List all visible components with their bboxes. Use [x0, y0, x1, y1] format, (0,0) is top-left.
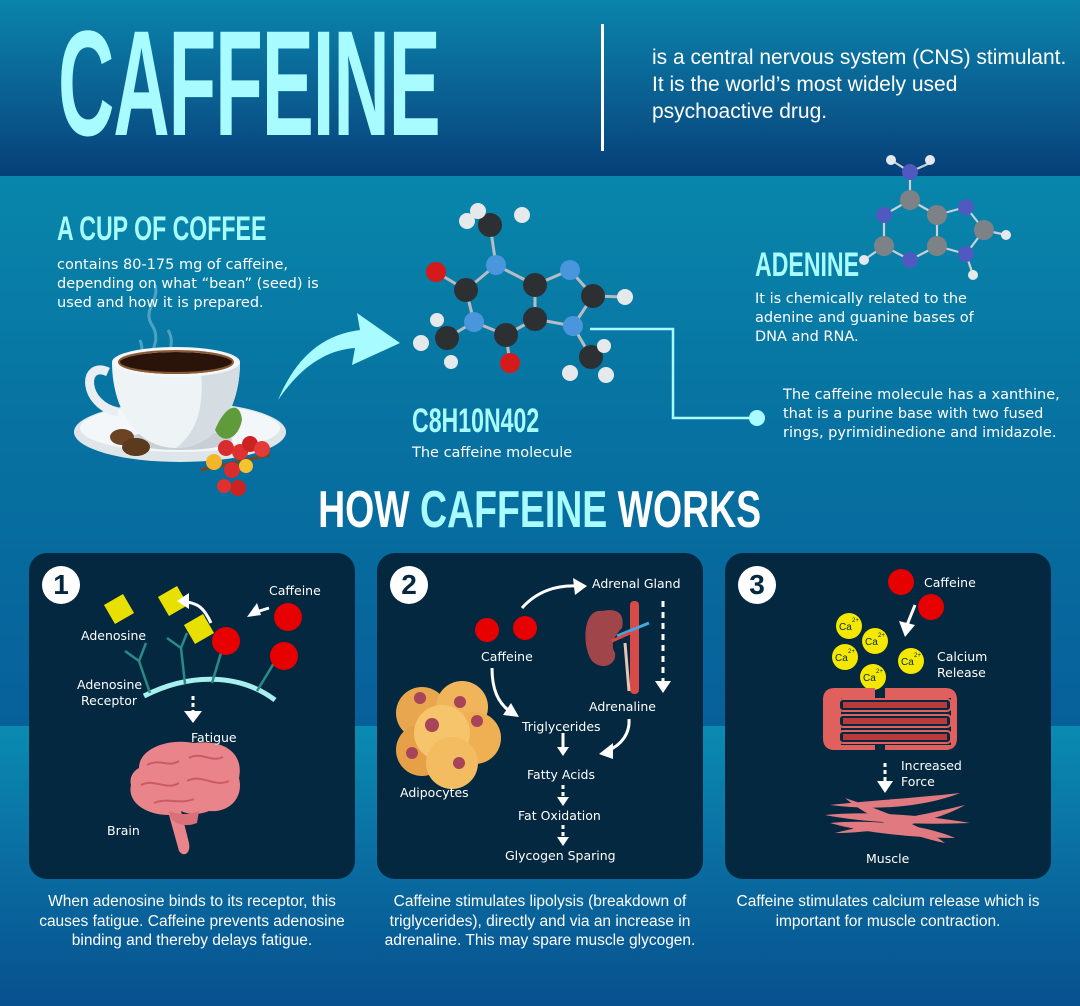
step-caption-2: Caffeine stimulates lipolysis (breakdown…	[384, 893, 696, 949]
adenosine-icon	[103, 593, 135, 625]
fat-oxidation-label: Fat Oxidation	[518, 808, 601, 823]
caffeine-icon	[888, 569, 914, 595]
step-caption-3: Caffeine stimulates calcium release whic…	[736, 893, 1040, 930]
caffeine-icon	[270, 642, 298, 670]
caffeine-icon	[212, 627, 240, 655]
calcium-label-line1: Calcium	[937, 649, 988, 664]
triglycerides-label: Triglycerides	[522, 719, 601, 734]
svg-text:2+: 2+	[852, 618, 859, 624]
adenine-heading: ADENINE	[755, 246, 860, 284]
fatty-acids-label: Fatty Acids	[527, 767, 595, 782]
glycogen-sparing-label: Glycogen Sparing	[505, 848, 616, 863]
caffeine-atoms	[413, 203, 633, 383]
adipocytes-icon	[396, 681, 501, 789]
molecule-caption: The caffeine molecule	[412, 445, 573, 461]
svg-text:2+: 2+	[848, 649, 855, 655]
svg-text:Ca: Ca	[865, 637, 878, 648]
caffeine-icon	[475, 618, 499, 642]
heading-prefix: HOW	[318, 481, 421, 539]
adenosine-receptor-diagram	[103, 585, 302, 855]
fatigue-label: Fatigue	[191, 730, 237, 745]
adrenal-gland-label: Adrenal Gland	[592, 576, 681, 591]
force-label-line2: Force	[901, 774, 935, 789]
svg-text:Ca: Ca	[835, 653, 848, 664]
connector-dot	[749, 410, 765, 426]
header-background	[0, 0, 1080, 176]
caffeine-label: Caffeine	[924, 575, 976, 590]
svg-text:2+: 2+	[914, 653, 921, 659]
lipolysis-diagram	[396, 578, 671, 846]
adenosine-icon	[157, 585, 189, 617]
sarcomere-icon	[823, 688, 957, 750]
step-card-2: 2 Adrenal Gland Caffeine Adrenaline Trig…	[377, 553, 703, 879]
muscle-icon	[825, 793, 970, 843]
heading-suffix: WORKS	[607, 481, 762, 539]
calcium-ion-icon: Ca2+ Ca2+ Ca2+ Ca2+ Ca2+	[832, 613, 924, 690]
caffeine-label: Caffeine	[269, 583, 321, 598]
force-label-line1: Increased	[901, 758, 962, 773]
svg-text:Ca: Ca	[901, 657, 914, 668]
adipocytes-label: Adipocytes	[400, 785, 469, 800]
adrenaline-label: Adrenaline	[589, 699, 656, 714]
caffeine-icon	[274, 603, 302, 631]
xanthine-text: The caffeine molecule has a xanthine, th…	[783, 387, 1060, 441]
caffeine-label: Caffeine	[481, 649, 533, 664]
top-illustrations	[74, 155, 1011, 496]
connector-line	[590, 327, 750, 420]
calcium-release-diagram: Ca2+ Ca2+ Ca2+ Ca2+ Ca2+	[823, 569, 970, 843]
caffeine-icon	[918, 594, 944, 620]
svg-text:2+: 2+	[878, 633, 885, 639]
coffee-text: contains 80-175 mg of caffeine, dependin…	[57, 257, 319, 311]
title-description: is a central nervous system (CNS) stimul…	[652, 46, 1067, 123]
caffeine-icon	[513, 616, 537, 640]
adenine-atoms	[859, 155, 1011, 280]
adenosine-label: Adenosine	[81, 628, 147, 643]
calcium-label-line2: Release	[937, 665, 986, 680]
step-card-1: 1 Caffeine Adenosine Adenosine Receptor …	[29, 553, 355, 879]
coffee-cherries-icon	[199, 407, 271, 496]
adenosine-icon	[183, 613, 215, 645]
step-number-badge: 3	[738, 566, 776, 604]
title-divider	[601, 24, 604, 151]
adenine-text: It is chemically related to the adenine …	[755, 291, 974, 345]
adrenal-gland-icon	[585, 601, 650, 694]
page-title: CAFFEINE	[58, 0, 441, 167]
brain-label: Brain	[107, 823, 140, 838]
step-caption-1: When adenosine binds to its receptor, th…	[39, 893, 345, 949]
molecule-formula: C8H10N402	[412, 402, 540, 440]
coffee-heading: A CUP OF COFFEE	[57, 210, 267, 248]
svg-text:Ca: Ca	[863, 673, 876, 684]
heading-accent: CAFFEINE	[420, 481, 608, 539]
receptor-label-line1: Adenosine	[77, 677, 143, 692]
svg-text:Ca: Ca	[839, 622, 852, 633]
muscle-label: Muscle	[866, 851, 910, 866]
section-heading: HOW CAFFEINE WORKS	[0, 480, 1080, 540]
svg-text:2+: 2+	[876, 669, 883, 675]
step-number-badge: 1	[42, 566, 80, 604]
receptor-label-line2: Receptor	[81, 693, 137, 708]
brain-icon	[130, 741, 240, 855]
step-number-badge: 2	[390, 566, 428, 604]
arrow-icon	[278, 313, 400, 400]
